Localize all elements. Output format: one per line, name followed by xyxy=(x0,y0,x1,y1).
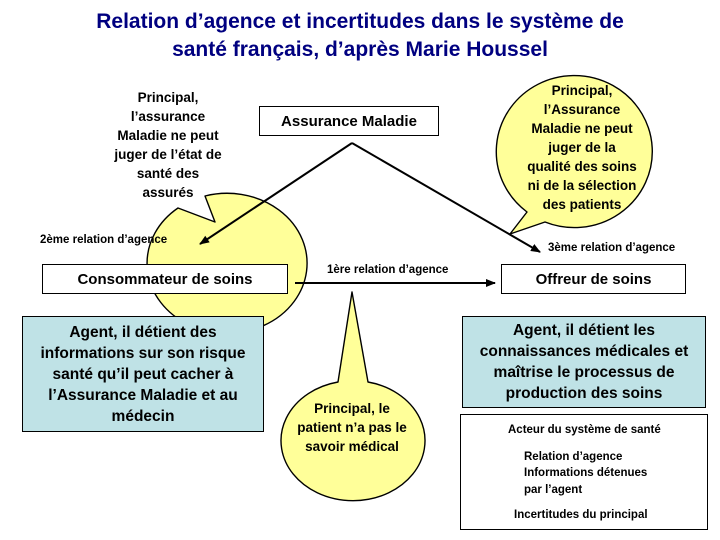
actor-label-assurance-maladie: Assurance Maladie xyxy=(281,112,417,130)
relation-label-third: 3ème relation d’agence xyxy=(548,242,676,254)
info-right-line: maîtrise le processus de xyxy=(493,364,675,381)
actor-box-consommateur: Consommateur de soins xyxy=(42,264,288,294)
legend-uncertainty-label: Incertitudes du principal xyxy=(514,509,648,521)
bubble-bottom-center-shape xyxy=(280,291,426,502)
actor-label-offreur: Offreur de soins xyxy=(535,270,652,288)
bubble-top-left-text: Principal, l’assurance Maladie ne peut j… xyxy=(90,88,246,202)
bubble-top-right-line: Principal, xyxy=(551,83,613,98)
info-right-line: connaissances médicales et xyxy=(479,343,689,360)
title-line-2: santé français, d’après Marie Houssel xyxy=(172,38,548,61)
legend-info-label-1: Informations détenues xyxy=(524,467,648,479)
arrow-third-relation xyxy=(351,142,541,253)
bubble-bottom-center-line: savoir médical xyxy=(305,439,399,454)
title-line-1: Relation d’agence et incertitudes dans l… xyxy=(96,10,624,33)
bubble-top-right-line: ni de la sélection xyxy=(527,178,637,193)
bubble-top-left-line: juger de l’état de xyxy=(114,147,222,162)
info-box-offreur: Agent, il détient les connaissances médi… xyxy=(462,316,706,408)
legend-relation-label: Relation d’agence xyxy=(524,451,623,463)
info-left-line: médecin xyxy=(111,407,175,425)
arrow-second-relation xyxy=(199,142,353,245)
info-box-consommateur: Agent, il détient des informations sur s… xyxy=(22,316,264,432)
info-right-line: production des soins xyxy=(505,385,663,402)
bubble-top-left-line: Maladie ne peut xyxy=(117,128,219,143)
bubble-bottom-center-text: Principal, le patient n’a pas le savoir … xyxy=(282,399,422,456)
info-right-line: Agent, il détient les xyxy=(512,322,656,339)
bubble-top-left-line: santé des xyxy=(136,166,200,181)
bubble-top-left-line: Principal, xyxy=(137,90,199,105)
actor-box-assurance-maladie: Assurance Maladie xyxy=(259,106,439,136)
bubble-top-right-text: Principal, l’Assurance Maladie ne peut j… xyxy=(504,81,660,214)
info-left-line: informations sur son risque xyxy=(40,344,246,362)
relation-label-second: 2ème relation d’agence xyxy=(40,234,168,246)
bubble-bottom-center-line: Principal, le xyxy=(314,401,390,416)
bubble-top-right-shape xyxy=(495,74,653,235)
actor-label-consommateur: Consommateur de soins xyxy=(77,270,253,288)
bubble-top-right-line: l’Assurance xyxy=(543,102,621,117)
bubble-bottom-center-line: patient n’a pas le xyxy=(297,420,407,435)
bubble-top-right-line: juger de la xyxy=(548,140,616,155)
info-left-line: santé qu’il peut cacher à xyxy=(52,365,234,383)
info-left-line: Agent, il détient des xyxy=(69,323,217,341)
legend xyxy=(460,414,708,530)
relation-label-first: 1ère relation d’agence xyxy=(327,264,449,276)
legend-actor-label: Acteur du système de santé xyxy=(508,424,661,436)
diagram-title: Relation d’agence et incertitudes dans l… xyxy=(40,8,680,64)
bubble-top-right-line: qualité des soins xyxy=(527,159,637,174)
legend-info-label-2: par l’agent xyxy=(524,484,583,496)
bubble-top-left-line: l’assurance xyxy=(130,109,206,124)
bubble-top-right-line: des patients xyxy=(542,197,622,212)
bubble-top-right-line: Maladie ne peut xyxy=(531,121,633,136)
actor-box-offreur: Offreur de soins xyxy=(501,264,686,294)
info-left-line: l’Assurance Maladie et au xyxy=(48,386,238,404)
bubble-top-left-line: assurés xyxy=(142,185,194,200)
